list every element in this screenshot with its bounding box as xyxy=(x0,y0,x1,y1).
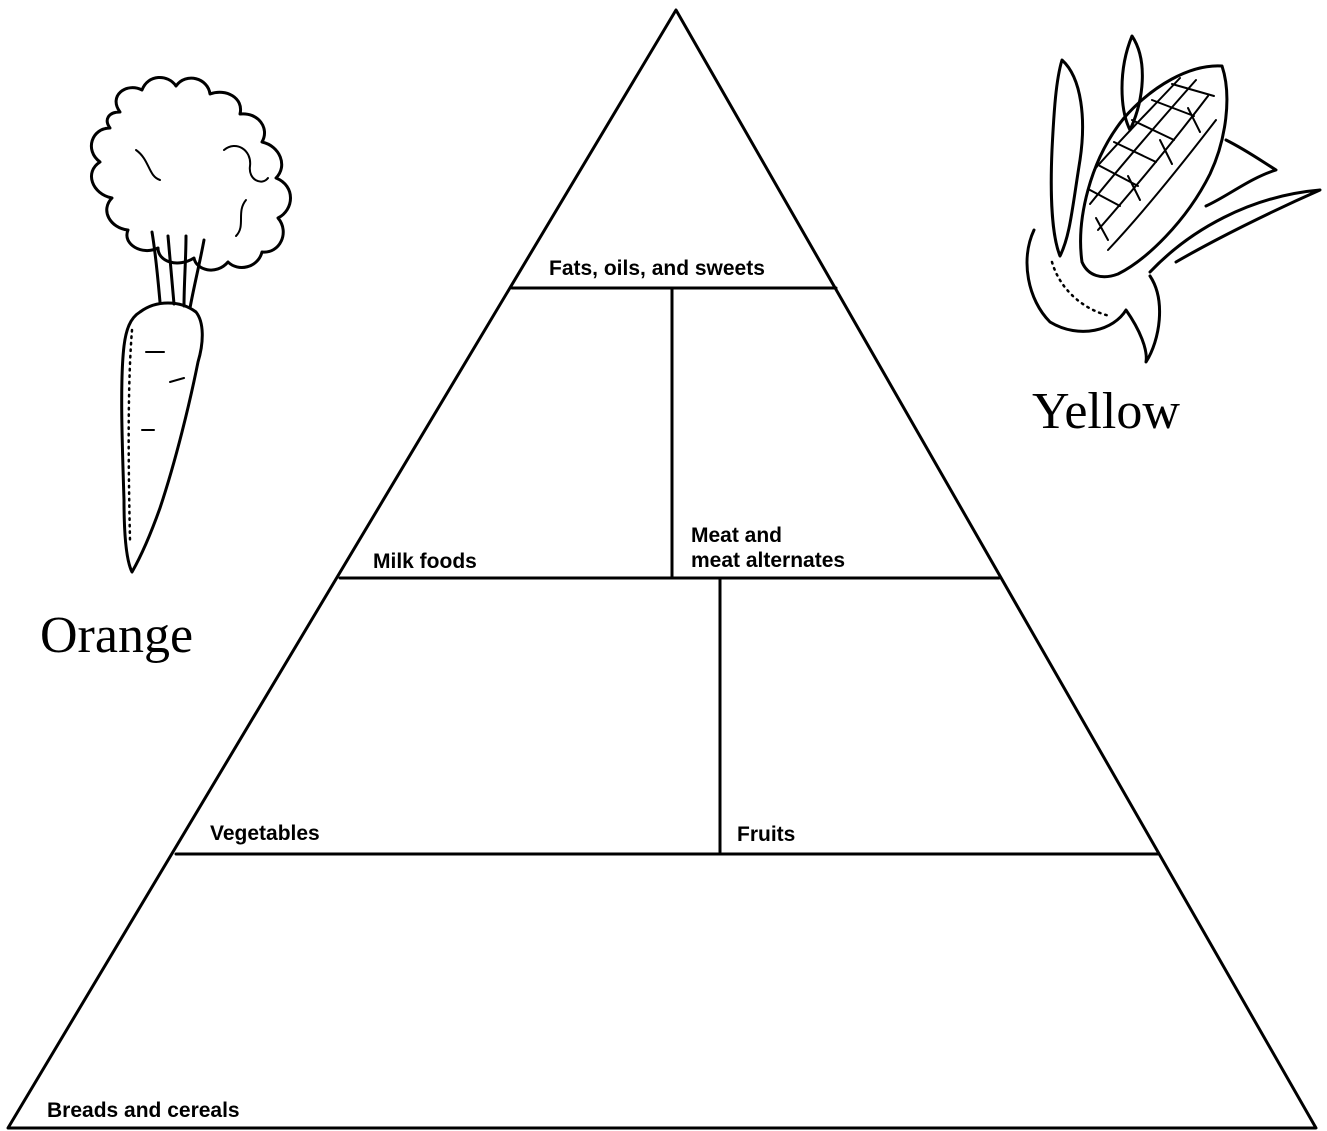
label-fats-oils-sweets: Fats, oils, and sweets xyxy=(549,257,765,280)
pyramid xyxy=(8,10,1316,1128)
label-milk-foods: Milk foods xyxy=(373,550,477,573)
carrot-illustration xyxy=(91,77,290,572)
label-vegetables: Vegetables xyxy=(210,822,320,845)
caption-yellow: Yellow xyxy=(1032,383,1180,440)
carrot-leaves-icon xyxy=(91,77,290,270)
caption-orange: Orange xyxy=(40,607,193,664)
label-breads-cereals: Breads and cereals xyxy=(47,1099,240,1122)
corn-illustration xyxy=(1027,36,1320,362)
pyramid-outline xyxy=(8,10,1316,1128)
label-meat-line1: Meat and xyxy=(691,524,782,547)
corn-husk-icon xyxy=(1051,60,1082,256)
carrot-root-icon xyxy=(122,303,203,572)
label-fruits: Fruits xyxy=(737,823,795,846)
label-meat-line2: meat alternates xyxy=(691,549,845,572)
